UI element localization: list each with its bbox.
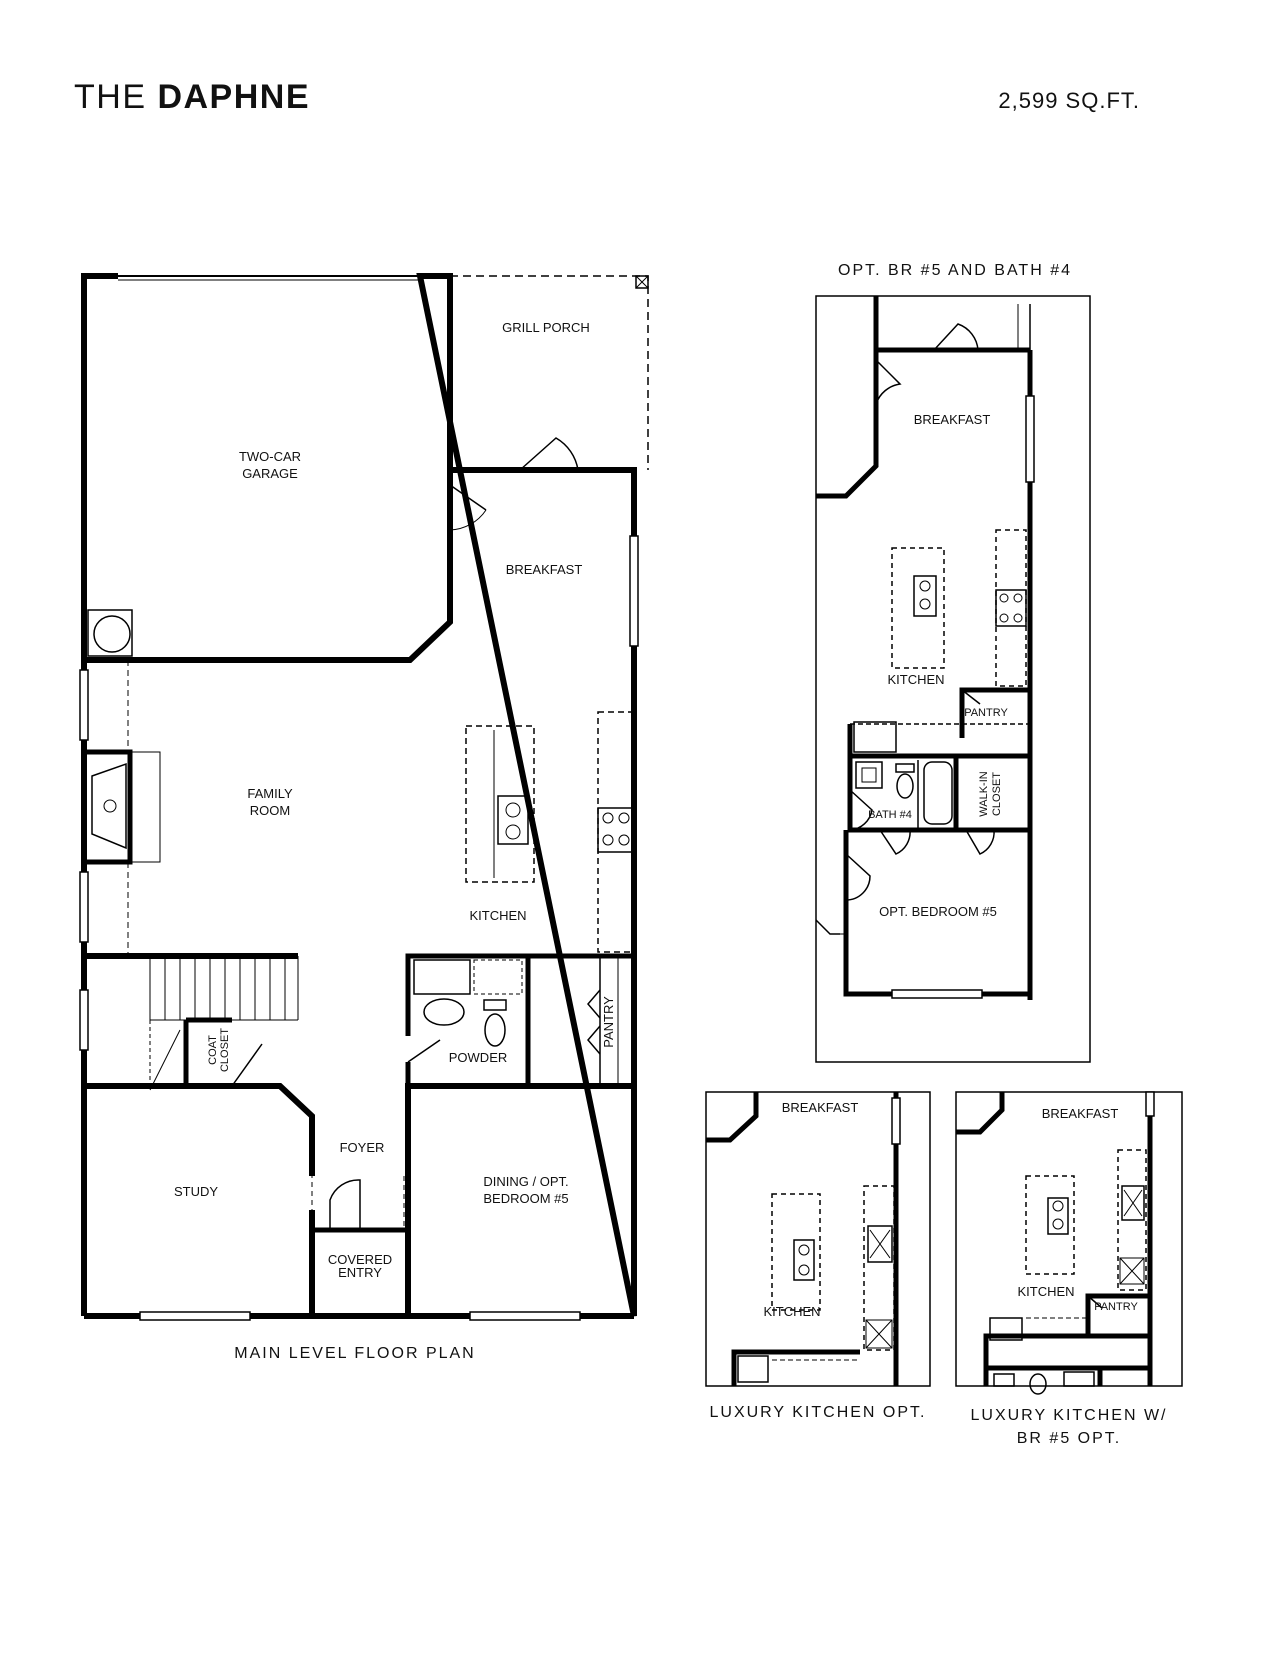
caption-opt-br5: OPT. BR #5 AND BATH #4 — [838, 262, 1072, 279]
room-family-line2: ROOM — [250, 803, 290, 818]
room-pantry: PANTRY — [601, 996, 616, 1048]
room-foyer: FOYER — [340, 1140, 385, 1155]
opt-room-walkin-line2: CLOSET — [991, 772, 1003, 816]
room-dining-line1: DINING / OPT. — [483, 1174, 568, 1189]
main-plan-labels: GRILL PORCH TWO-CAR GARAGE BREAKFAST FAM… — [174, 320, 616, 1280]
opt-room-bedroom5: OPT. BEDROOM #5 — [879, 904, 997, 919]
lux-kitchen-br5-plan — [955, 1091, 1183, 1395]
opt-br5-plan — [815, 295, 1091, 1063]
luxbr-room-breakfast: BREAKFAST — [1042, 1106, 1119, 1121]
lux-kitchen-labels: BREAKFAST KITCHEN — [763, 1100, 858, 1319]
room-garage-line1: TWO-CAR — [239, 449, 301, 464]
lux-kitchen-br5-labels: BREAKFAST KITCHEN PANTRY — [1017, 1106, 1138, 1313]
room-kitchen: KITCHEN — [469, 908, 526, 923]
caption-main-level: MAIN LEVEL FLOOR PLAN — [234, 1345, 476, 1362]
caption-lux-kitchen-br5: LUXURY KITCHEN W/ BR #5 OPT. — [946, 1404, 1192, 1450]
room-family-line1: FAMILY — [247, 786, 293, 801]
luxbr-room-kitchen: KITCHEN — [1017, 1284, 1074, 1299]
opt-room-kitchen: KITCHEN — [887, 672, 944, 687]
room-breakfast: BREAKFAST — [506, 562, 583, 577]
square-footage: 2,599 SQ.FT. — [998, 88, 1140, 113]
room-study: STUDY — [174, 1184, 218, 1199]
lux-kitchen-plan — [705, 1091, 931, 1387]
opt-room-breakfast: BREAKFAST — [914, 412, 991, 427]
room-coat-line2: CLOSET — [219, 1028, 231, 1072]
main-level-plan — [79, 273, 649, 1321]
opt-room-pantry: PANTRY — [964, 707, 1008, 719]
room-powder: POWDER — [449, 1050, 508, 1065]
room-covered-line2: ENTRY — [338, 1265, 382, 1280]
room-grill-porch: GRILL PORCH — [502, 320, 590, 335]
opt-br5-labels: BREAKFAST KITCHEN PANTRY BATH #4 WALK-IN… — [868, 412, 1008, 919]
room-coat-line1: COAT — [207, 1035, 219, 1065]
room-garage-line2: GARAGE — [242, 466, 298, 481]
room-dining-line2: BEDROOM #5 — [483, 1191, 568, 1206]
opt-room-bath4: BATH #4 — [868, 809, 912, 821]
caption-lux-kitchen-br5-line2: BR #5 OPT. — [1016, 1430, 1122, 1447]
room-covered-line1: COVERED — [328, 1252, 392, 1267]
lux-room-kitchen: KITCHEN — [763, 1304, 820, 1319]
lux-room-breakfast: BREAKFAST — [782, 1100, 859, 1115]
opt-room-walkin-line1: WALK-IN — [978, 771, 990, 816]
luxbr-room-pantry: PANTRY — [1094, 1301, 1138, 1313]
title-prefix: THE — [74, 78, 147, 116]
plan-title: THE DAPHNE — [74, 78, 310, 117]
title-name: DAPHNE — [157, 78, 311, 116]
caption-lux-kitchen-br5-line1: LUXURY KITCHEN W/ — [970, 1407, 1168, 1424]
caption-lux-kitchen: LUXURY KITCHEN OPT. — [709, 1404, 927, 1421]
